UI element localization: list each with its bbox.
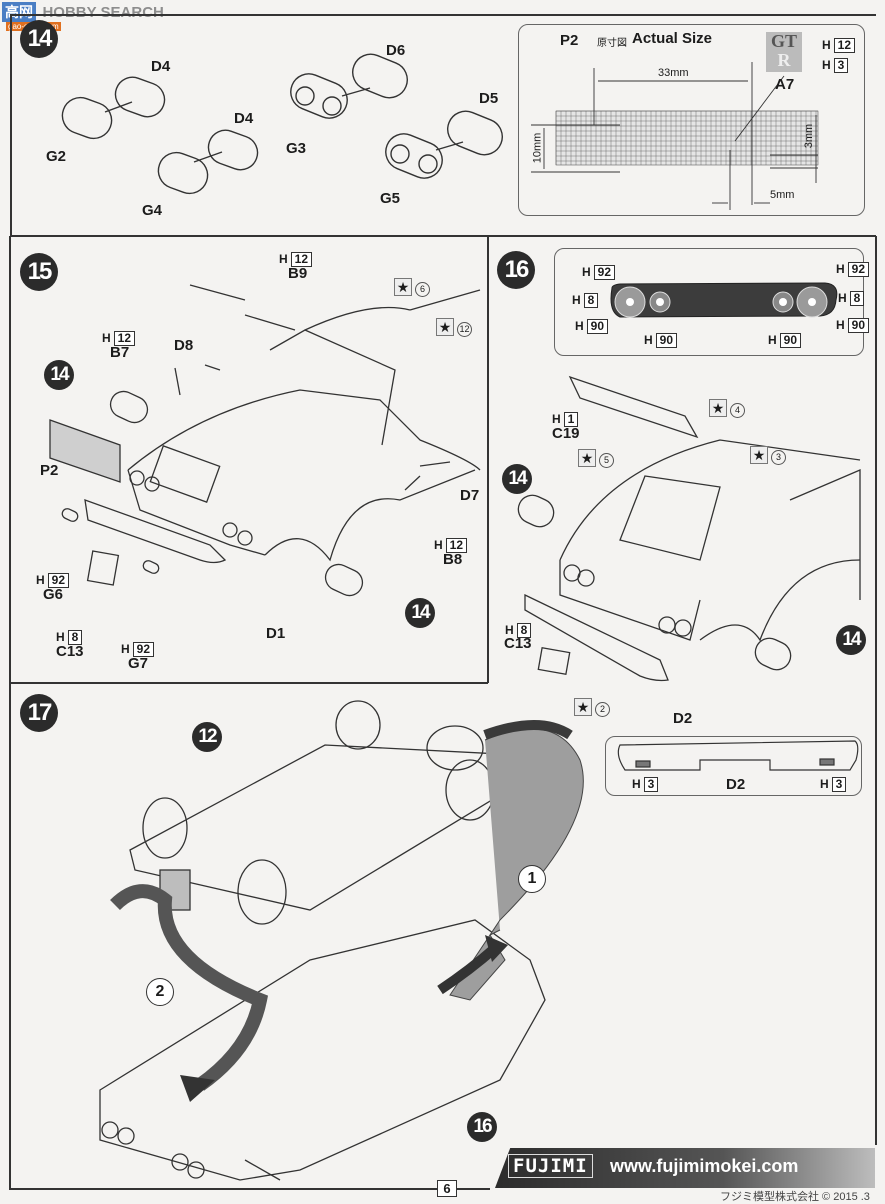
ref-step-14-c: 14 (502, 464, 532, 494)
decal-3: ★3 (750, 446, 786, 465)
emblem-part-label: A7 (775, 76, 795, 93)
actual-size-title: Actual Size (632, 30, 713, 47)
lens-pair-g4-d4 (157, 129, 259, 195)
part-label-d6: D6 (386, 42, 406, 59)
part-label-c19: C19 (552, 425, 580, 442)
watermark-text: HOBBY SEARCH (42, 4, 164, 21)
tail-panel-drawing (610, 282, 838, 318)
part-label-p2: P2 (40, 462, 59, 479)
part-label-d4-a: D4 (151, 58, 171, 75)
ref-step-12: 12 (192, 722, 222, 752)
lens-pair-g2-d4 (61, 76, 166, 140)
decal-4: ★4 (709, 399, 745, 418)
ref-step-14-a: 14 (44, 360, 74, 390)
fujimi-logo: FUJIMI (508, 1154, 593, 1178)
part-label-b7: B7 (110, 344, 130, 361)
dim-3mm: 3mm (803, 123, 816, 149)
part-label-d4-b: D4 (234, 110, 254, 127)
emblem-gtr: GT R (766, 32, 802, 72)
emblem-r: R (777, 50, 791, 70)
part-label-b8: B8 (443, 551, 463, 568)
part-label-b9: B9 (288, 265, 308, 282)
part-label-g6: G6 (43, 586, 64, 603)
part-label-d7: D7 (460, 487, 480, 504)
bumper-detail-part: D2 (726, 776, 746, 793)
step-15-number: 15 (20, 253, 58, 291)
part-label-g4: G4 (142, 202, 163, 219)
page-number: 6 (437, 1180, 457, 1197)
part-label-c13-rear: C13 (504, 635, 532, 652)
order-2: 2 (146, 978, 174, 1006)
ref-step-14-b: 14 (405, 598, 435, 628)
bumper-detail-box (605, 736, 862, 796)
car-rear-drawing (517, 375, 861, 682)
part-label-d5: D5 (479, 90, 499, 107)
dim-33mm: 33mm (658, 67, 689, 79)
actual-size-jp: 原寸図 (597, 38, 627, 49)
part-label-g2: G2 (46, 148, 67, 165)
dim-10mm: 10mm (531, 132, 544, 164)
part-label-d2: D2 (673, 710, 693, 727)
decal-12: ★12 (436, 318, 472, 337)
actual-size-box (518, 24, 865, 216)
step-14-number: 14 (20, 20, 58, 58)
ref-step-16: 16 (467, 1112, 497, 1142)
decal-6: ★6 (394, 278, 430, 297)
copyright: フジミ模型株式会社 © 2015 .3 (720, 1191, 870, 1203)
lens-pair-g3-d6 (290, 53, 408, 119)
step-17-number: 17 (20, 694, 58, 732)
part-label-d1: D1 (266, 625, 286, 642)
dimension-lines (531, 62, 818, 210)
part-label-d8: D8 (174, 337, 194, 354)
part-label-c13: C13 (56, 643, 84, 660)
order-1: 1 (518, 865, 546, 893)
decal-5: ★5 (578, 449, 614, 468)
part-label-g7: G7 (128, 655, 149, 672)
emblem-gt: GT (770, 31, 797, 51)
body-drawing (99, 919, 546, 1181)
decal-2: ★2 (574, 698, 610, 717)
step-14-panel (10, 14, 876, 236)
assembly-arrows (110, 720, 584, 1102)
lens-pair-g5-d5 (385, 110, 503, 179)
footer-rule (10, 1188, 490, 1190)
step-16-number: 16 (497, 251, 535, 289)
footer-url[interactable]: www.fujimimokei.com (610, 1156, 799, 1176)
part-label-g3: G3 (286, 140, 307, 157)
chassis-drawing (129, 700, 526, 925)
ref-step-14-d: 14 (836, 625, 866, 655)
actual-size-part: P2 (560, 32, 579, 49)
part-label-g5: G5 (380, 190, 401, 207)
car-front-drawing (49, 284, 481, 597)
dim-5mm: 5mm (770, 189, 795, 201)
